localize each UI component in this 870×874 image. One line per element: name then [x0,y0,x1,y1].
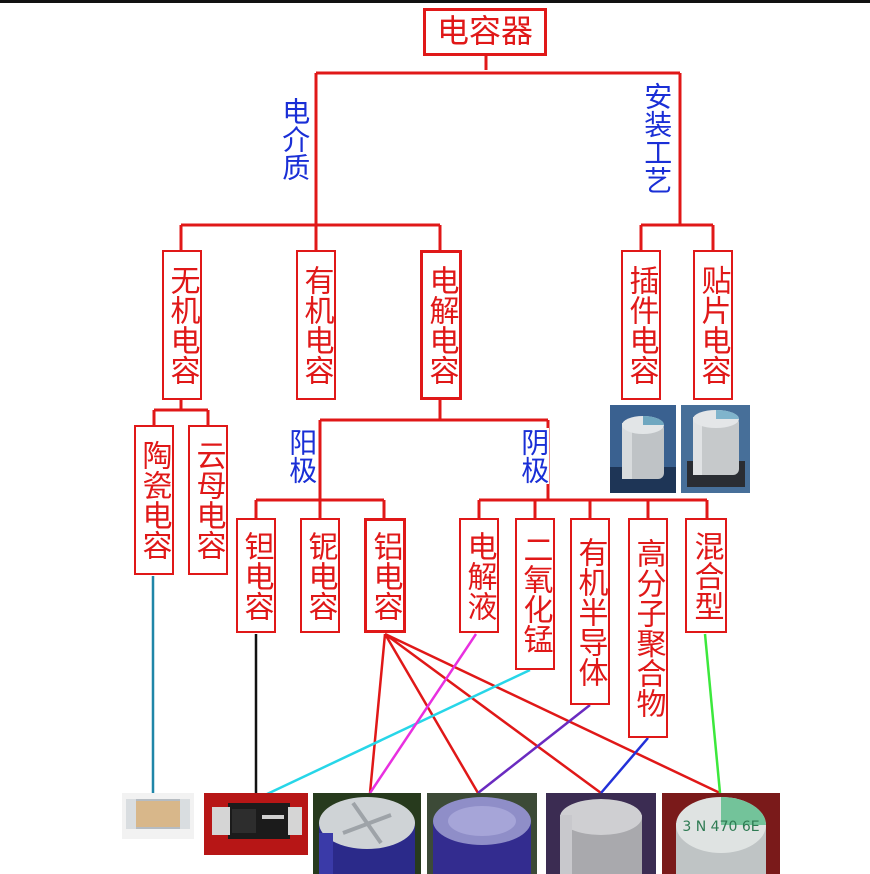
organic-semiconductor-cathode: 有机半导体 [570,518,610,705]
hybrid-capacitor-marking: 3 N 470 6E [682,819,759,835]
organic-semi-link-line [477,704,591,794]
ceramic-capacitor: 陶瓷电容 [134,425,174,575]
tantalum-chip-image [204,793,308,855]
inorganic-capacitor: 无机电容 [162,250,202,400]
through-hole-capacitor-photo [610,405,676,493]
electrolytic-capacitor: 电解电容 [420,250,462,400]
anode-label: 阳极 [285,428,319,484]
organic-semiconductor-image [427,793,537,874]
hierarchy-lines [152,55,721,795]
hybrid-capacitor-image: 3 N 470 6E [662,793,780,874]
through-hole-capacitor: 插件电容 [621,250,661,400]
polymer-capacitor-image [546,793,656,874]
root-split-line [314,55,682,250]
aluminum-capacitor: 铝电容 [364,518,406,633]
tantalum-capacitor: 钽电容 [236,518,276,633]
aluminum-electrolytic-photo [313,793,421,874]
photo-link-lines [151,576,722,797]
polymer-link-line [600,737,649,794]
top-border [0,0,870,3]
hybrid-capacitor-photo: 3 N 470 6E [662,793,780,874]
smd-capacitor-photo [681,405,750,493]
through-hole-capacitor-image [610,405,676,493]
tantalum-chip-photo [204,793,308,855]
cathode-split-line [477,498,709,518]
smd-capacitor: 贴片电容 [693,250,733,400]
polymer-capacitor-photo [546,793,656,874]
aluminum-to-photos-lines [368,632,721,795]
electrolyte-link-line [368,633,478,794]
ceramic-chip-photo [122,793,194,839]
cathode-label: 阴极 [517,428,551,484]
aluminum-electrolytic-image [313,793,421,874]
niobium-capacitor: 铌电容 [300,518,340,633]
dielectric-label: 电介质 [278,97,312,181]
electrolytic-split-line [318,400,550,500]
mounting-label: 安装工艺 [640,82,674,194]
polymer-cathode: 高分子聚合物 [628,518,668,738]
hybrid-link-line [703,633,722,794]
ceramic-chip-image [126,799,190,829]
inorganic-split-line [152,400,210,425]
mno2-cathode: 二氧化锰 [515,518,555,670]
root-capacitor: 电容器 [423,8,547,56]
smd-capacitor-image [681,405,750,493]
hybrid-cathode: 混合型 [685,518,727,633]
mno2-link-line [264,668,531,797]
organic-capacitor: 有机电容 [296,250,336,400]
dielectric-split-line [179,223,442,250]
organic-semiconductor-photo [427,793,537,874]
electrolyte-cathode: 电解液 [459,518,499,633]
mounting-split-line [639,223,715,250]
mica-capacitor: 云母电容 [188,425,228,575]
anode-split-line [254,498,386,518]
